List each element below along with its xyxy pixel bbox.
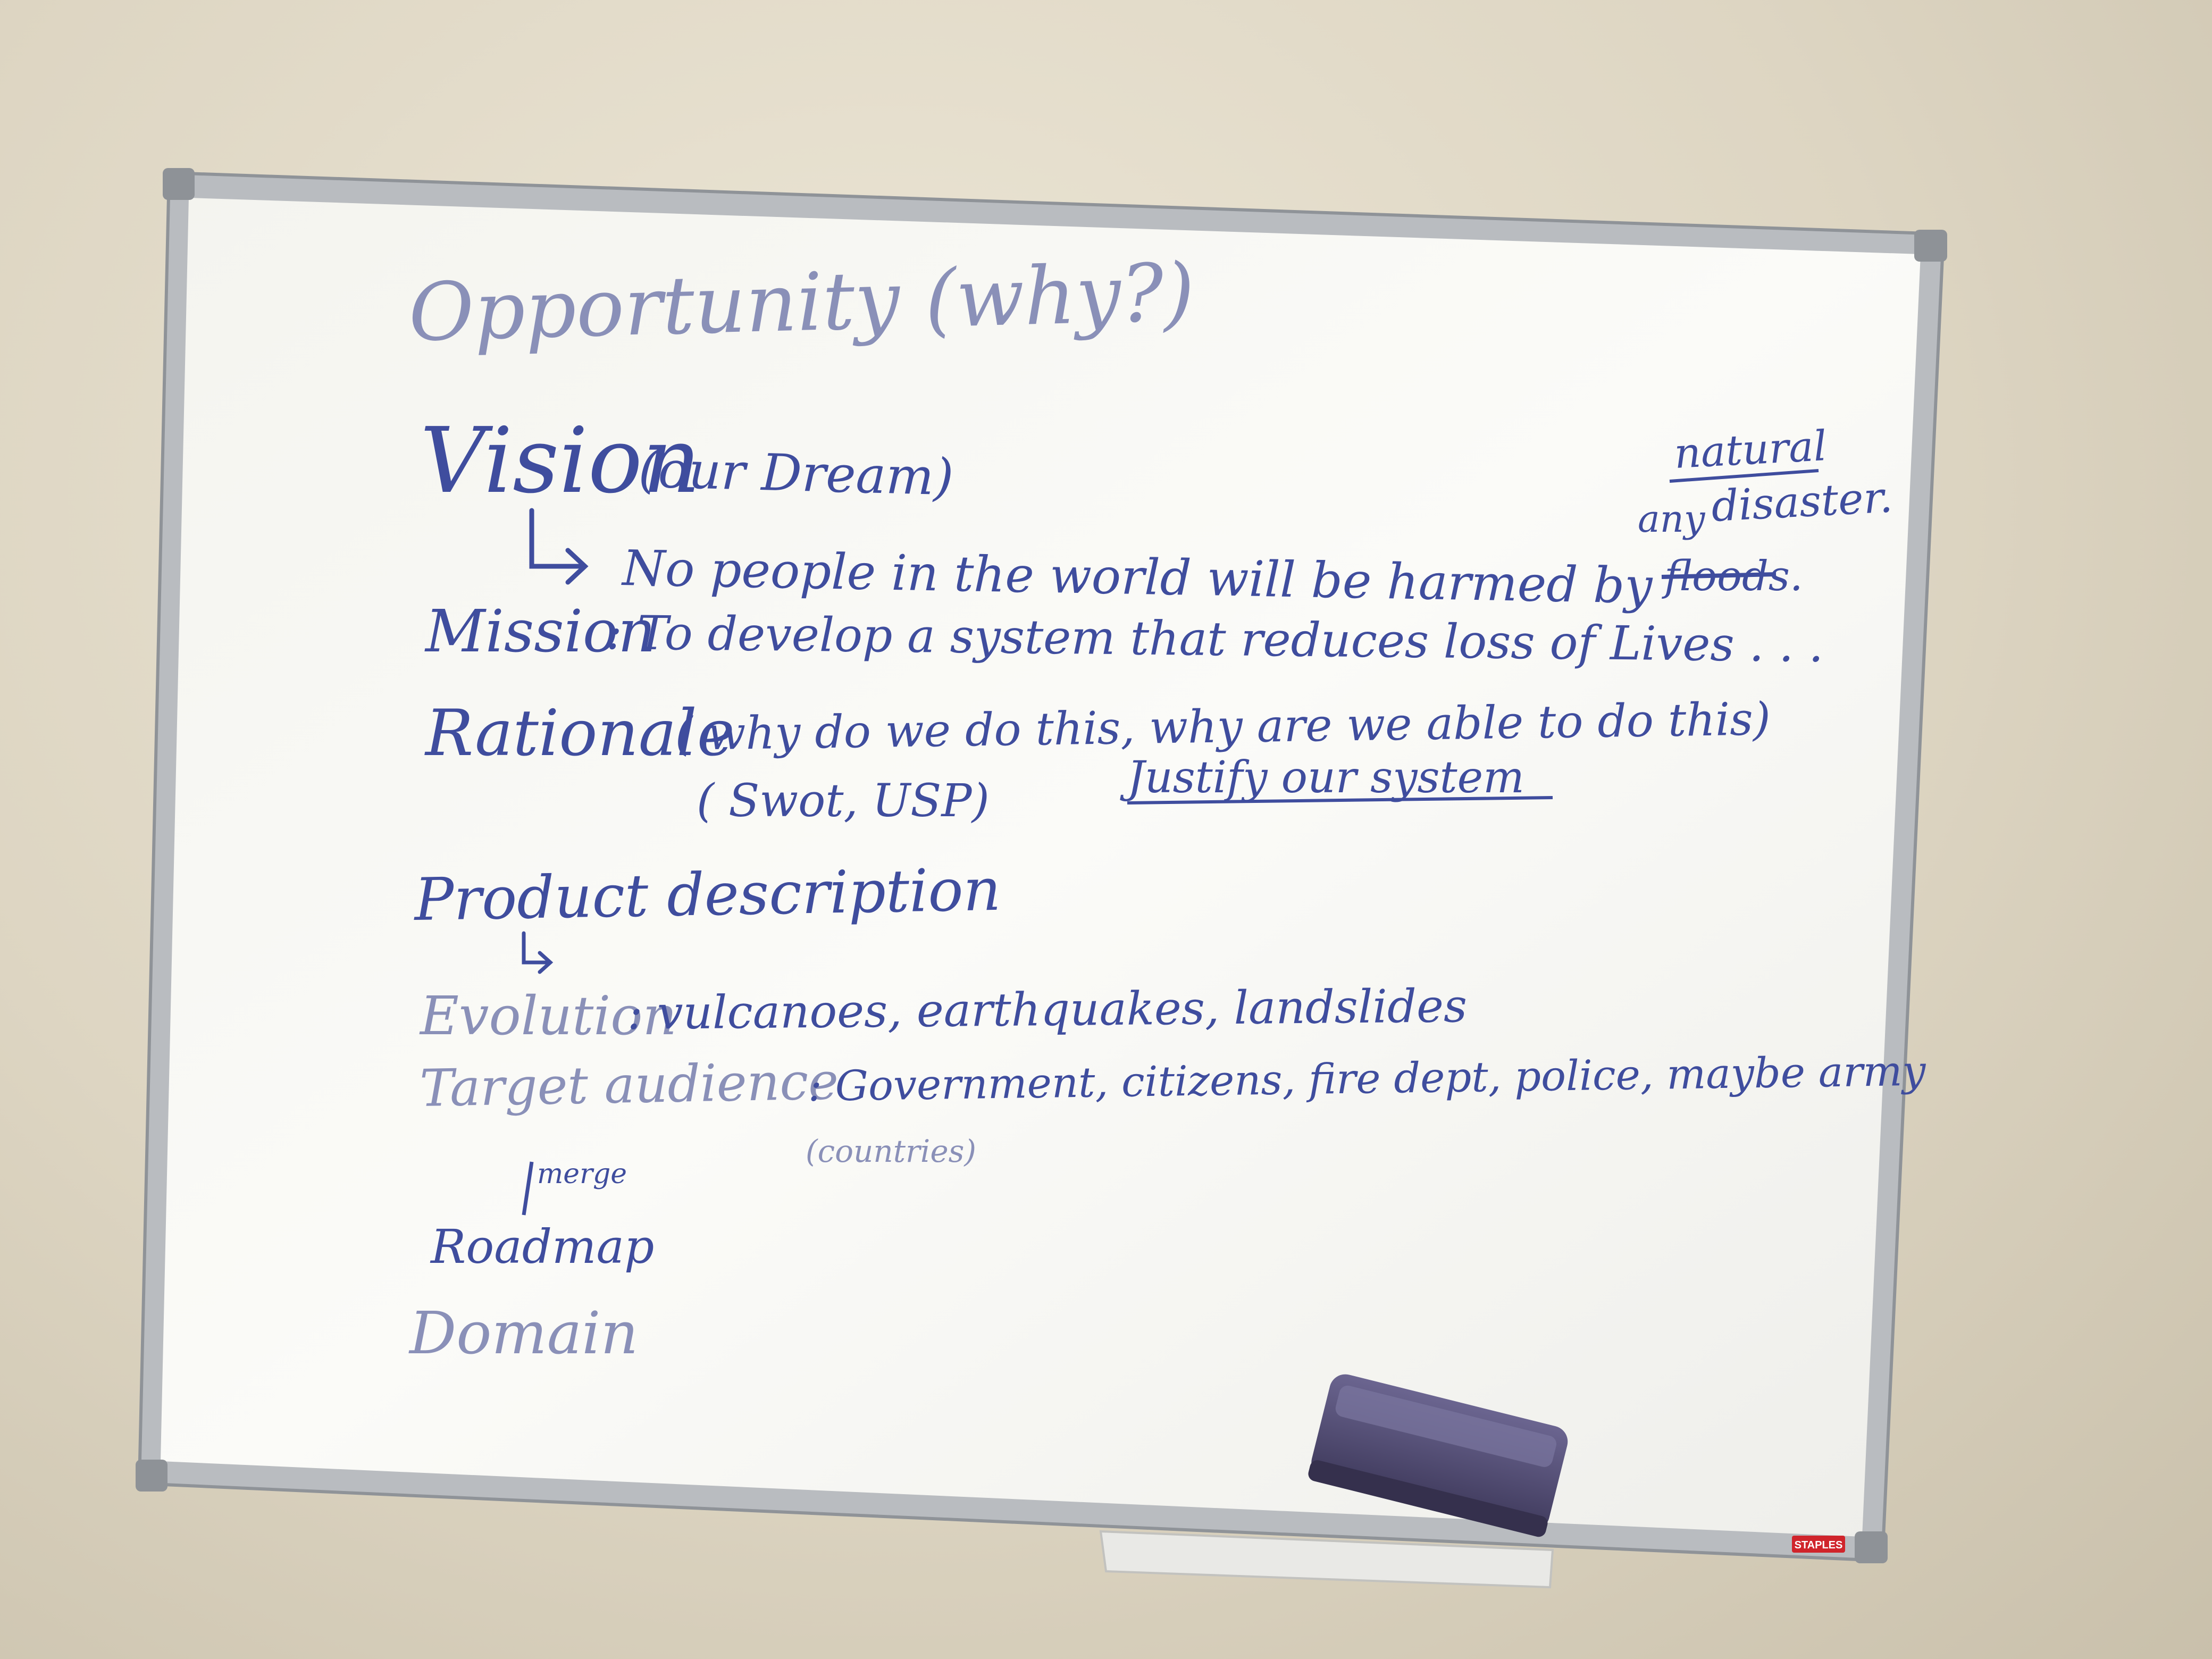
eraser[interactable] xyxy=(1306,1371,1571,1538)
mission-statement: : To develop a system that reduces loss … xyxy=(606,605,1824,673)
heading-opportunity: Opportunity (why?) xyxy=(407,246,1195,359)
merge-arrow-line xyxy=(522,1161,534,1216)
rationale-justify: Justify our system xyxy=(1120,752,1524,803)
marker-tray xyxy=(1099,1530,1554,1589)
vision-insert-underline xyxy=(1669,469,1819,483)
merge-note: merge xyxy=(537,1158,627,1190)
evolution-text: : vulcanoes, earthquakes, landslides xyxy=(627,979,1467,1040)
frame-corner-top-right xyxy=(1914,230,1947,262)
heading-roadmap: Roadmap xyxy=(430,1219,654,1274)
rationale-sub: ( Swot, USP) xyxy=(697,775,990,827)
vision-strike-line xyxy=(1661,572,1777,579)
frame-corner-bottom-right xyxy=(1855,1531,1888,1563)
vision-note: (our Dream) xyxy=(638,440,954,507)
heading-domain: Domain xyxy=(408,1299,638,1367)
brand-label xyxy=(1792,1536,1845,1553)
heading-product-description: Product description xyxy=(413,856,1001,934)
vision-arrow-icon xyxy=(529,508,589,585)
heading-target-audience: Target audience xyxy=(419,1051,839,1118)
vision-insert-any: any xyxy=(1638,497,1706,541)
whiteboard-surface xyxy=(161,198,1921,1537)
heading-evolution: Evolution xyxy=(419,985,677,1047)
brand-label-text: STAPLES xyxy=(1795,1539,1843,1551)
frame-corner-bottom-left xyxy=(136,1460,167,1492)
eraser-felt xyxy=(1308,1460,1548,1537)
vision-insert-disaster: disaster. xyxy=(1710,472,1893,531)
product-arrow-icon xyxy=(522,931,554,974)
heading-mission: Mission xyxy=(424,597,656,665)
heading-rationale: Rationale xyxy=(424,697,735,770)
frame-corner-top-left xyxy=(163,168,195,200)
vision-insert-natural: natural xyxy=(1673,422,1828,478)
rationale-justify-underline xyxy=(1127,796,1553,805)
heading-vision: Vision xyxy=(420,408,701,514)
target-sub: (countries) xyxy=(806,1133,976,1169)
